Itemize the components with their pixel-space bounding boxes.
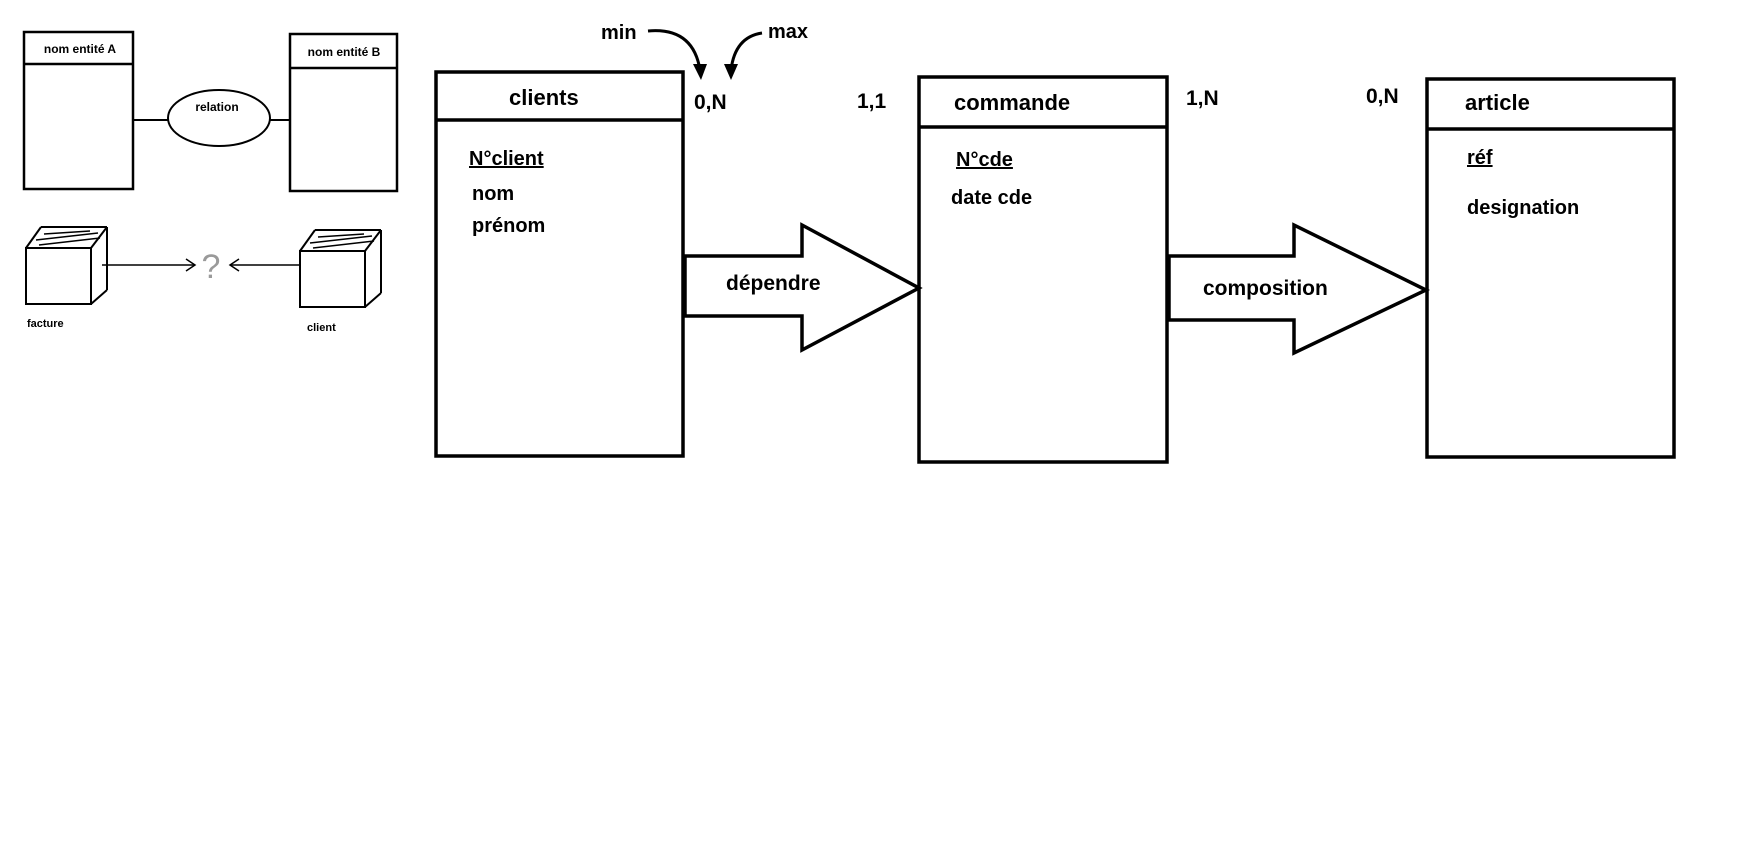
max-pointer-arrow — [724, 31, 763, 80]
entity-article-attribute: designation — [1467, 197, 1579, 219]
relation-composition-arrow: composition — [1167, 222, 1431, 356]
legend-question-mark: ? — [202, 248, 221, 286]
relation-composition-label: composition — [1203, 277, 1328, 300]
entity-commande-title: commande — [954, 90, 1070, 115]
entity-article-title: article — [1465, 90, 1530, 115]
relation-dependre-arrow: dépendre — [683, 222, 923, 353]
legend-facture-label: facture — [27, 318, 64, 330]
entity-article: article réf designation — [1425, 77, 1676, 459]
entity-clients-identifier: N°client — [469, 148, 544, 170]
legend-client-label: client — [307, 322, 336, 334]
entity-commande: commande N°cde date cde — [917, 75, 1169, 464]
entity-clients: clients N°client nom prénom — [434, 70, 685, 458]
entity-commande-identifier: N°cde — [956, 149, 1013, 171]
legend-relation-label: relation — [195, 100, 238, 114]
legend-entity-b-label: nom entité B — [308, 45, 381, 59]
cardinality-article-composition: 0,N — [1366, 85, 1399, 108]
legend-question-arrows — [102, 258, 300, 272]
legend-entity-a: nom entité A — [22, 30, 135, 191]
entity-article-identifier: réf — [1467, 147, 1493, 169]
entity-clients-attribute: nom — [472, 183, 514, 205]
cardinality-commande-dependre: 1,1 — [857, 90, 887, 113]
legend-entity-a-label: nom entité A — [44, 42, 117, 56]
entity-commande-attribute: date cde — [951, 187, 1032, 209]
entity-clients-attribute: prénom — [472, 215, 545, 237]
cardinality-commande-composition: 1,N — [1186, 87, 1219, 110]
legend-entity-b: nom entité B — [288, 32, 399, 193]
entity-clients-title: clients — [509, 85, 579, 110]
max-label: max — [768, 21, 808, 43]
legend-relation: relation — [133, 89, 290, 147]
legend-client-box — [299, 229, 382, 308]
min-label: min — [601, 22, 637, 44]
min-pointer-arrow — [647, 29, 707, 80]
legend-facture-box — [25, 226, 108, 305]
relation-dependre-label: dépendre — [726, 272, 821, 295]
cardinality-clients-dependre: 0,N — [694, 91, 727, 114]
